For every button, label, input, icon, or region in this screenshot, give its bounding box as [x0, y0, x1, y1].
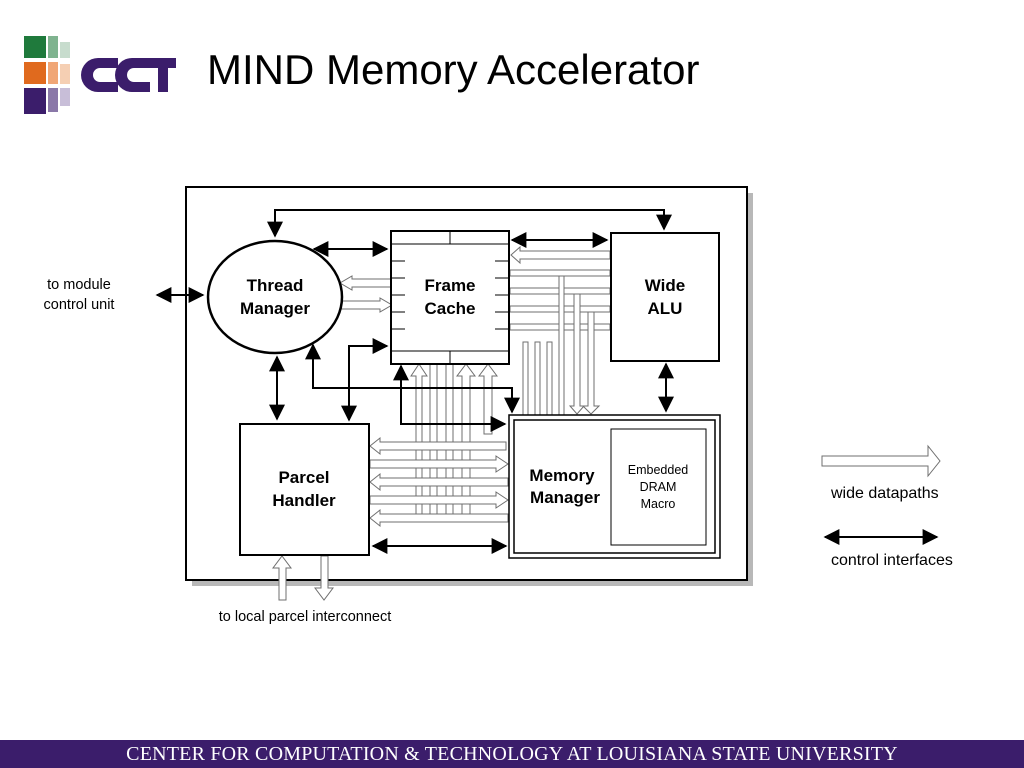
embedded-dram-node	[610, 428, 707, 546]
wide-datapaths	[272, 245, 611, 601]
thread-manager-label-1: Thread	[247, 276, 304, 295]
legend: wide datapaths control interfaces	[821, 444, 953, 569]
wide-datapath-legend-icon	[821, 444, 941, 478]
embedded-dram-label-1: Embedded	[628, 463, 689, 477]
memory-manager-label-2: Manager	[530, 488, 600, 507]
slide-title: MIND Memory Accelerator	[207, 46, 700, 93]
control-interfaces-label: control interfaces	[831, 552, 953, 569]
cct-logo: cct	[24, 36, 176, 114]
architecture-diagram: Thread Manager Frame Cache Wide ALU Parc…	[44, 186, 953, 625]
control-interfaces	[155, 209, 674, 554]
parcel-handler-label-1: Parcel	[278, 468, 329, 487]
parcel-handler-node	[239, 423, 370, 556]
footer-bar: CENTER FOR COMPUTATION & TECHNOLOGY AT L…	[0, 740, 1024, 768]
thread-manager-label-2: Manager	[240, 299, 310, 318]
memory-manager-label-1: Memory	[529, 466, 595, 485]
frame-cache-label-2: Cache	[424, 299, 475, 318]
frame-cache-node	[390, 230, 510, 365]
footer-text: CENTER FOR COMPUTATION & TECHNOLOGY AT L…	[126, 743, 898, 765]
parcel-handler-label-2: Handler	[272, 491, 336, 510]
wide-datapaths-label: wide datapaths	[830, 485, 939, 502]
parcel-interconnect-label: to local parcel interconnect	[219, 609, 392, 625]
wide-alu-node	[610, 232, 720, 362]
embedded-dram-label-3: Macro	[641, 497, 676, 511]
module-control-label-1: to module	[47, 277, 111, 293]
embedded-dram-label-2: DRAM	[640, 480, 677, 494]
wide-alu-label-2: ALU	[648, 299, 683, 318]
wide-alu-label-1: Wide	[645, 276, 685, 295]
thread-manager-node	[206, 239, 344, 355]
module-control-label-2: control unit	[44, 297, 115, 313]
frame-cache-label-1: Frame	[424, 276, 475, 295]
